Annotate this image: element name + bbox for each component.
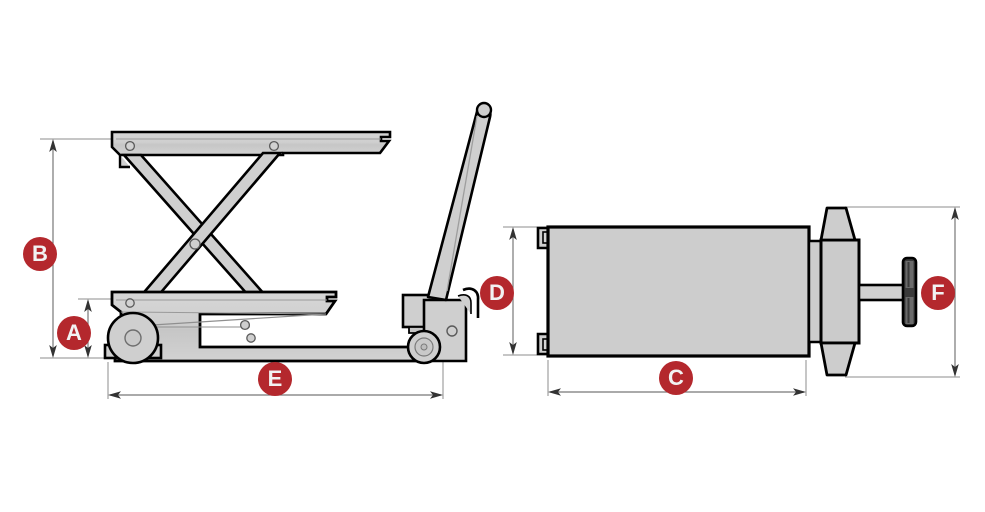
dimension-badge-c[interactable]: C [659, 361, 693, 395]
platform-deck [546, 225, 811, 358]
dimension-badge-e[interactable]: E [258, 362, 292, 396]
dimension-badge-d[interactable]: D [480, 276, 514, 310]
dimension-badge-b[interactable]: B [23, 237, 57, 271]
fixed-wheel [103, 311, 163, 365]
pump-housing [807, 206, 861, 377]
side-elevation-view [40, 101, 493, 399]
swivel-caster [406, 329, 442, 365]
center-pivot-pin [189, 238, 201, 250]
dimension-badge-f[interactable]: F [921, 276, 955, 310]
witness-lines-end [503, 206, 960, 396]
dimension-line-f [951, 207, 959, 377]
top-platform [110, 130, 392, 169]
end-elevation-view [503, 206, 960, 396]
t-handle-grip [857, 256, 918, 328]
dimension-badge-a[interactable]: A [57, 316, 91, 350]
pump-handle [426, 101, 493, 318]
